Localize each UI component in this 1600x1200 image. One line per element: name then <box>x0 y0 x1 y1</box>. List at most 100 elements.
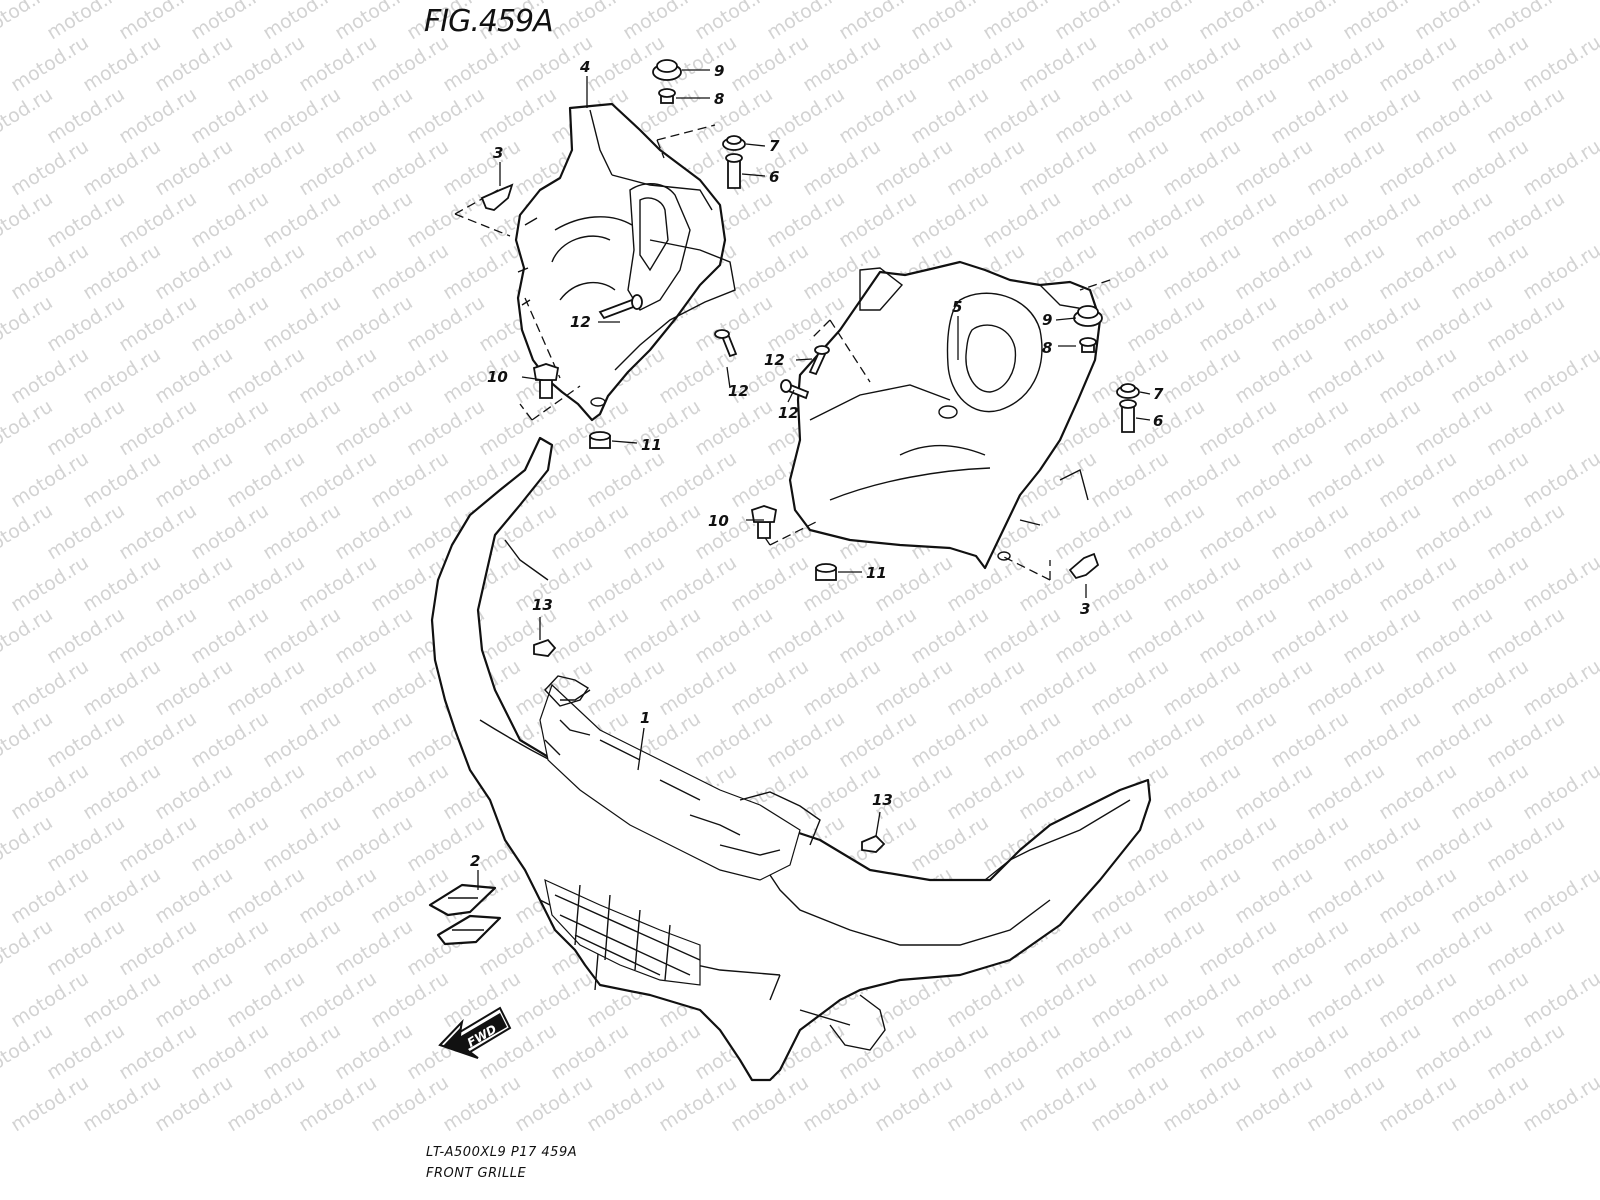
watermark-text: motod.ru <box>763 0 849 44</box>
callout-10-right: 10 <box>708 512 729 530</box>
watermark-text: motod.ru <box>1447 447 1533 512</box>
clip-3-left[interactable] <box>480 183 514 211</box>
emblem-part-2[interactable] <box>428 883 502 946</box>
watermark-text: motod.ru <box>1267 915 1353 980</box>
watermark-text: motod.ru <box>799 551 885 616</box>
watermark-text: motod.ru <box>331 1019 417 1084</box>
watermark-text: motod.ru <box>1015 1071 1101 1136</box>
screw-12-a-right[interactable] <box>808 345 830 376</box>
watermark-text: motod.ru <box>151 239 237 304</box>
watermark-text: motod.ru <box>1123 1019 1209 1084</box>
watermark-text: motod.ru <box>1411 0 1497 44</box>
watermark-text: motod.ru <box>871 551 957 616</box>
watermark-text: motod.ru <box>1483 915 1569 980</box>
watermark-text: motod.ru <box>1195 1019 1281 1084</box>
watermark-text: motod.ru <box>727 655 813 720</box>
bolt-6-left[interactable] <box>725 153 743 189</box>
grommet-9-left[interactable] <box>652 59 682 81</box>
watermark-text: motod.ru <box>1123 915 1209 980</box>
nut-13-lower[interactable] <box>861 834 886 853</box>
watermark-text: motod.ru <box>223 551 309 616</box>
watermark-text: motod.ru <box>1267 1019 1353 1084</box>
watermark-text: motod.ru <box>151 447 237 512</box>
watermark-text: motod.ru <box>367 135 453 200</box>
watermark-text: motod.ru <box>1159 447 1245 512</box>
bolt-6-right[interactable] <box>1119 399 1137 433</box>
watermark-text: motod.ru <box>187 1019 273 1084</box>
watermark-text: motod.ru <box>1231 1071 1317 1136</box>
watermark-text: motod.ru <box>1375 135 1461 200</box>
watermark-text: motod.ru <box>43 1019 129 1084</box>
left-bracket-part-4[interactable] <box>514 102 736 422</box>
watermark-text: motod.ru <box>1375 863 1461 928</box>
callout-12-b-right: 12 <box>778 404 799 422</box>
watermark-text: motod.ru <box>295 655 381 720</box>
watermark-text: motod.ru <box>331 707 417 772</box>
screw-12-b-right[interactable] <box>780 379 810 400</box>
watermark-text: motod.ru <box>1411 811 1497 876</box>
watermark-text: motod.ru <box>619 1019 705 1084</box>
watermark-text: motod.ru <box>79 447 165 512</box>
watermark-text: motod.ru <box>1159 551 1245 616</box>
watermark-text: motod.ru <box>1087 551 1173 616</box>
nut-11-left[interactable] <box>589 431 611 449</box>
hardware-items <box>480 59 1140 853</box>
watermark-text: motod.ru <box>1051 0 1137 44</box>
bolt-10-left[interactable] <box>532 363 560 399</box>
leader-lines <box>477 69 1151 890</box>
watermark-text: motod.ru <box>1519 447 1600 512</box>
nut-13-upper[interactable] <box>533 638 557 657</box>
nut-11-right[interactable] <box>815 563 837 581</box>
watermark-text: motod.ru <box>1375 1071 1461 1136</box>
watermark-text: motod.ru <box>1231 447 1317 512</box>
collar-8-right[interactable] <box>1079 337 1097 353</box>
watermark-text: motod.ru <box>1411 187 1497 252</box>
callout-7-right: 7 <box>1153 385 1164 403</box>
watermark-text: motod.ru <box>1087 655 1173 720</box>
clip-3-right[interactable] <box>1068 552 1100 580</box>
screw-12-b-left[interactable] <box>714 329 738 358</box>
watermark-text: motod.ru <box>1447 863 1533 928</box>
watermark-text: motod.ru <box>1231 135 1317 200</box>
right-bracket-part-5[interactable] <box>788 260 1102 570</box>
watermark-text: motod.ru <box>259 499 345 564</box>
watermark-text: motod.ru <box>403 291 489 356</box>
grommet-9-right[interactable] <box>1073 305 1103 327</box>
watermark-text: motod.ru <box>187 83 273 148</box>
watermark-text: motod.ru <box>115 603 201 668</box>
watermark-text: motod.ru <box>331 0 417 44</box>
watermark-text: motod.ru <box>1339 291 1425 356</box>
watermark-text: motod.ru <box>151 31 237 96</box>
watermark-text: motod.ru <box>1123 499 1209 564</box>
watermark-text: motod.ru <box>1015 135 1101 200</box>
watermark-text: motod.ru <box>223 655 309 720</box>
screw-12-a-left[interactable] <box>598 294 643 320</box>
watermark-text: motod.ru <box>655 1071 741 1136</box>
watermark-text: motod.ru <box>439 135 525 200</box>
watermark-text: motod.ru <box>1411 395 1497 460</box>
watermark-text: motod.ru <box>295 239 381 304</box>
watermark-text: motod.ru <box>223 343 309 408</box>
watermark-text: motod.ru <box>583 1071 669 1136</box>
nut-7-left[interactable] <box>722 135 746 151</box>
nut-7-right[interactable] <box>1116 383 1140 399</box>
watermark-text: motod.ru <box>763 187 849 252</box>
callout-6-right: 6 <box>1153 412 1163 430</box>
watermark-text: motod.ru <box>1411 291 1497 356</box>
collar-8-left[interactable] <box>658 88 676 104</box>
watermark-text: motod.ru <box>43 915 129 980</box>
watermark-text: motod.ru <box>1339 915 1425 980</box>
watermark-text: motod.ru <box>547 499 633 564</box>
watermark-text: motod.ru <box>1375 655 1461 720</box>
watermark-text: motod.ru <box>799 1071 885 1136</box>
watermark-text: motod.ru <box>79 239 165 304</box>
watermark-text: motod.ru <box>583 655 669 720</box>
front-grille-part-1[interactable] <box>430 436 1152 1082</box>
bolt-10-right[interactable] <box>750 505 778 539</box>
callout-12-b-left: 12 <box>728 382 749 400</box>
watermark-text: motod.ru <box>727 551 813 616</box>
watermark-text: motod.ru <box>1267 395 1353 460</box>
watermark-text: motod.ru <box>1375 759 1461 824</box>
callout-10-left: 10 <box>487 368 508 386</box>
watermark-text: motod.ru <box>1411 1019 1497 1084</box>
